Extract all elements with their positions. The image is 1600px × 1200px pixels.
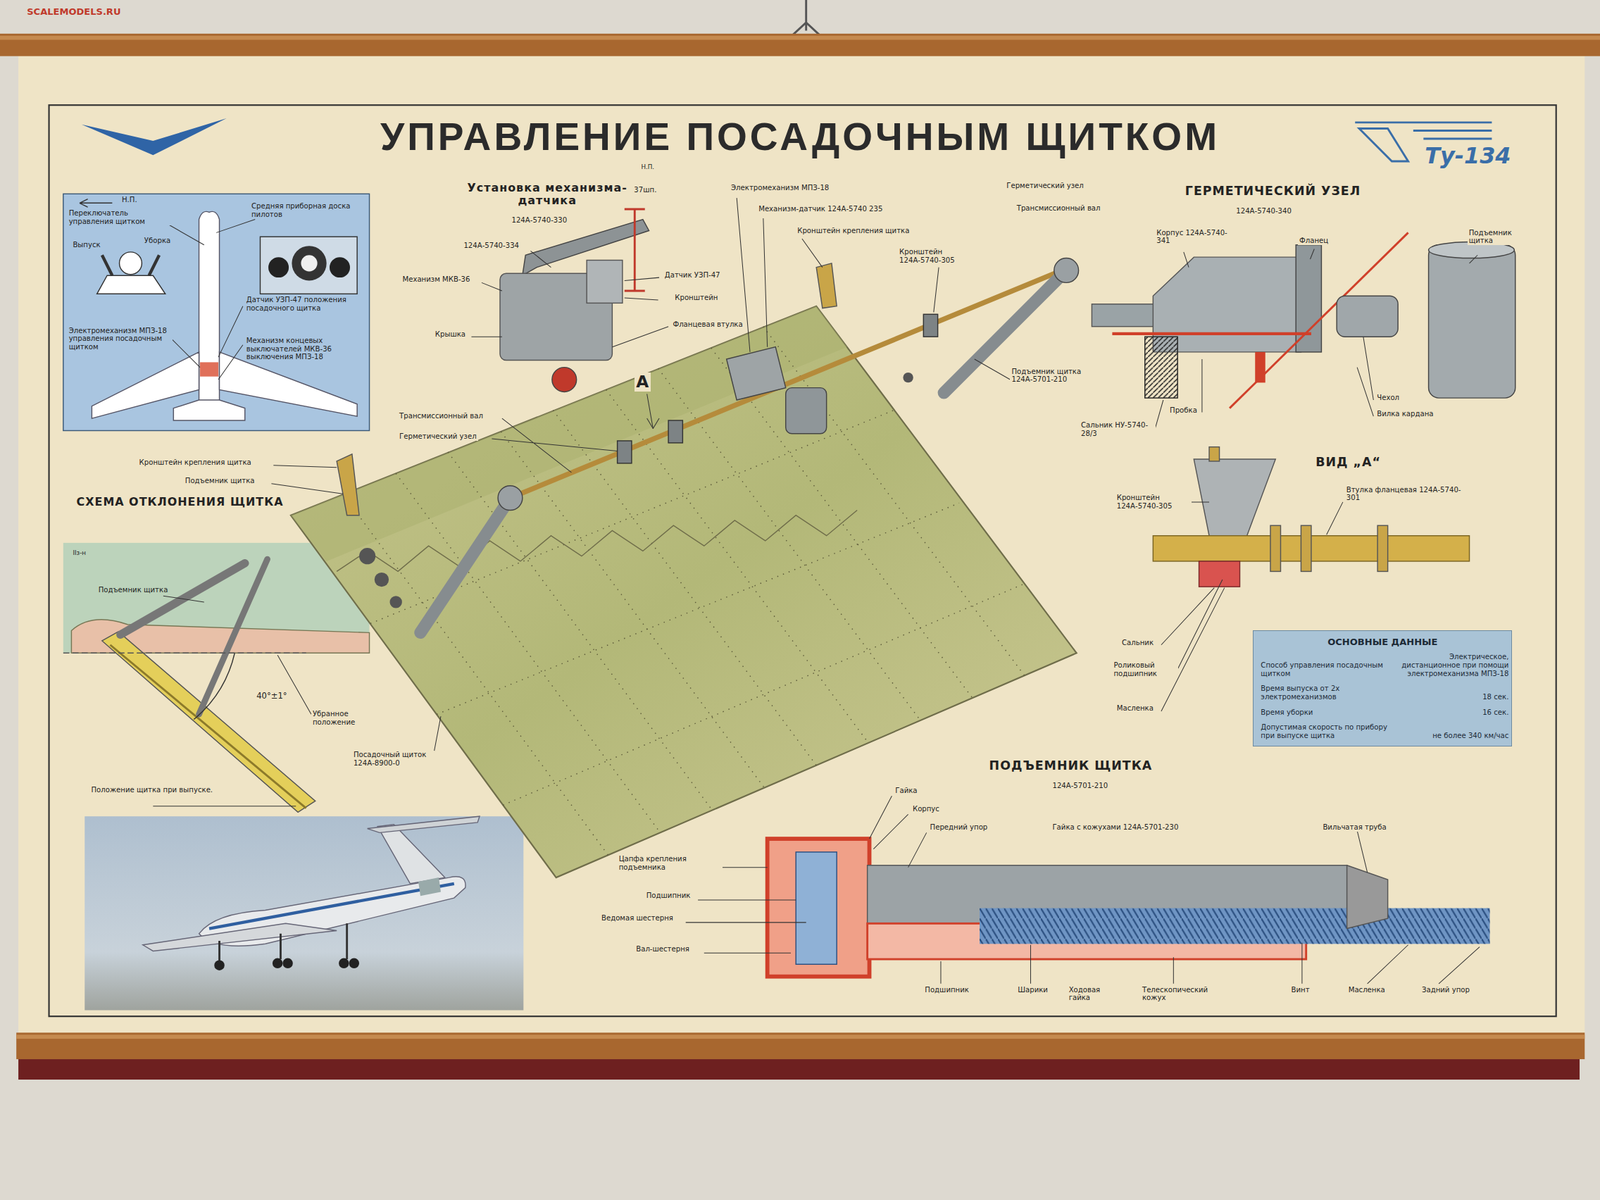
aircraft-picture [84,816,524,1010]
part-label: Н.П. [640,163,657,171]
part-label: Вилка кардана [1375,409,1435,419]
part-label: Н.П. [120,195,139,205]
part-label: Сальник НУ-5740-28/3 [1079,421,1156,438]
part-label: Фланец [1297,236,1330,246]
flap-illustration [271,197,1079,878]
table-cell: Способ управления посадочным щитком [1260,661,1395,678]
part-label: Фланцевая втулка [671,320,744,329]
part-label: Масленка [1115,704,1155,713]
part-label: Передний упор [928,823,990,832]
section-heading: ВИД „А“ [1314,454,1383,470]
section-heading: Установка механизма-датчика [459,181,636,208]
part-label: Положение щитка при выпуске. [90,785,221,795]
table-cell: Время уборки [1260,708,1395,717]
data-table: ОСНОВНЫЕ ДАННЫЕ Способ управления посадоч… [1252,630,1512,746]
part-label: Винт [1290,985,1312,995]
part-label: Уборка [142,236,172,246]
part-label: Шарики [1016,985,1050,995]
part-label: Подъемник щитка [183,476,257,486]
actuator-section [685,795,1491,984]
part-label: 37шп. [632,185,658,195]
part-label: Ту-134 [1423,142,1512,170]
part-label: Электромеханизм МПЗ-18 [729,183,831,193]
part-label: IIз-н [71,549,88,557]
part-label: Ведомая шестерня [600,914,675,923]
part-label: 124А-5740-330 [509,216,569,225]
part-label: Кронштейн [673,293,720,303]
part-label: Цапфа крепления подъемника [617,854,723,872]
part-label: Подшипник [923,985,971,995]
part-label: Герметический узел [397,432,479,441]
part-label: Вильчатая труба [1321,823,1388,832]
part-label: Датчик УЗП-47 положения посадочного щитк… [245,295,360,312]
section-heading: СХЕМА ОТКЛОНЕНИЯ ЩИТКА [71,495,289,509]
part-label: Роликовый подшипник [1111,661,1179,678]
part-label: Задний упор [1420,985,1472,995]
section-heading: ГЕРМЕТИЧЕСКИЙ УЗЕЛ [1183,183,1362,198]
watermark: SCALEMODELS.RU [25,6,122,17]
part-label: Гайка с кожухами 124А-5701-230 [1050,823,1180,832]
part-label: Убранное положение [311,709,378,727]
table-cell: 16 сек. [1399,708,1510,717]
part-label: Кронштейн 124А-5740-305 [897,247,988,265]
part-label: Гайка [893,786,919,796]
section-heading: А [634,372,651,392]
part-label: 40°±1° [254,691,289,701]
part-label: Подъемник щитка 124А-5701-210 [1009,367,1095,384]
part-label: Подъемник щитка [97,585,170,595]
part-label: Трансмиссионный вал [397,411,485,421]
schema-panel [63,542,370,813]
part-label: Герметический узел [1004,181,1086,191]
part-label: Ходовая гайка [1067,985,1120,1003]
part-label: Подъемник щитка [1467,228,1534,246]
part-label: Датчик УЗП-47 [663,271,722,280]
part-label: Посадочный щиток 124А-8900-0 [352,750,435,767]
part-label: Корпус [911,804,941,814]
sensor-mechanism [471,209,669,392]
part-label: Механизм-датчик 124А-5740 235 [757,204,884,214]
part-label: Кронштейн 124А-5740-305 [1115,493,1192,510]
part-label: Подшипник [645,891,693,900]
part-label: 124А-5701-210 [1050,781,1110,791]
table-grid: Способ управления посадочным щиткомЭлект… [1260,652,1505,740]
sealed-unit-section [1091,232,1515,429]
part-label: Выпуск [71,240,102,250]
part-label: Телескопический кожух [1140,985,1234,1003]
part-label: 124А-5740-334 [461,241,521,250]
part-label: Электромеханизм МПЗ-18 управления посадо… [67,326,173,352]
part-label: Чехол [1375,393,1401,403]
section-heading: ПОДЪЕМНИК ЩИТКА [988,758,1155,773]
table-cell: 18 сек. [1399,692,1510,702]
part-label: Средняя приборная доска пилотов [250,202,355,219]
part-label: Масленка [1347,985,1387,995]
table-heading: ОСНОВНЫЕ ДАННЫЕ [1260,636,1505,648]
table-cell: не более 340 км/час [1399,731,1510,741]
part-label: Кронштейн крепления щитка [138,458,253,467]
part-label: Корпус 124А-5740-341 [1154,228,1235,246]
part-label: Вал-шестерня [634,945,691,954]
part-label: 124А-5740-340 [1234,207,1293,216]
poster-title: УПРАВЛЕНИЕ ПОСАДОЧНЫМ ЩИТКОМ [0,114,1600,160]
part-label: Трансмиссионный вал [1015,204,1103,213]
table-cell: Электрическое, дистанционное при помощи … [1399,652,1510,678]
part-label: Втулка фланцевая 124А-5740-301 [1345,485,1466,503]
inset-panel [63,193,370,431]
part-label: Механизм концевых выключателей МКВ-36 вы… [245,336,366,362]
part-label: Переключатель управления щитком [67,209,173,226]
part-label: Кронштейн крепления щитка [795,226,911,236]
part-label: Крышка [433,330,467,339]
part-label: Сальник [1120,638,1155,648]
table-cell: Время выпуска от 2х электромеханизмов [1260,684,1395,701]
aeroflot-logo [81,118,227,155]
part-label: Механизм МКВ-36 [400,275,472,284]
part-label: Пробка [1168,406,1199,415]
table-cell: Допустимая скорость по прибору при выпус… [1260,723,1395,740]
